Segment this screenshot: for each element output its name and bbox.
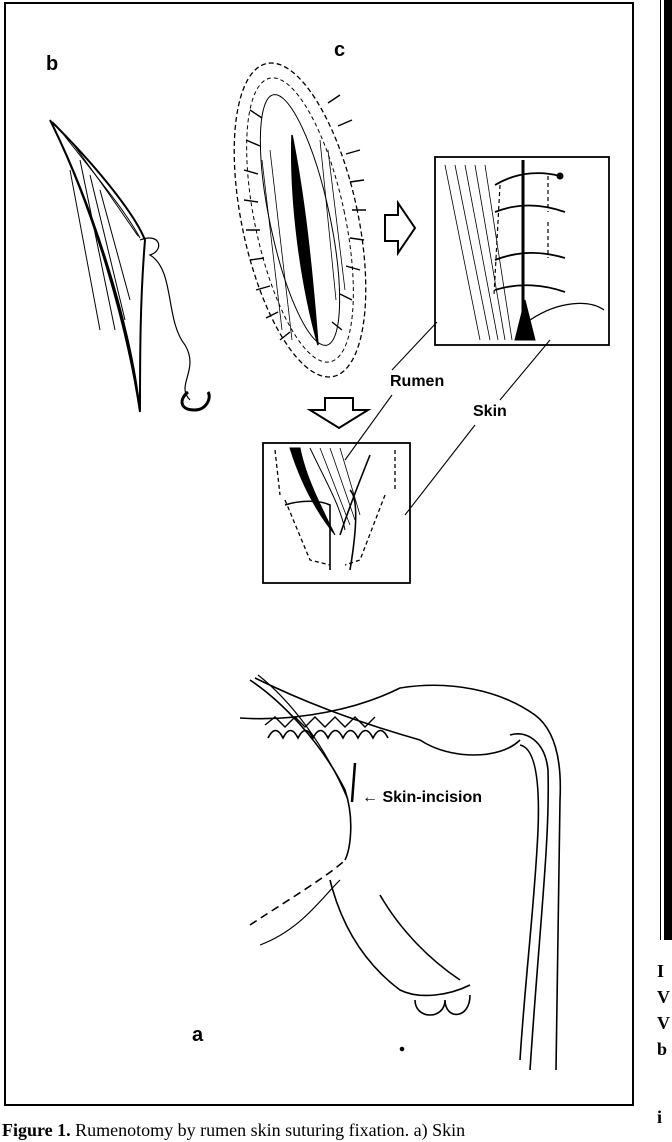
figure-caption-label: Figure 1. [2,1120,71,1140]
panel-label-c: c [334,39,346,61]
figure-frame [4,2,634,1106]
inset-right-suture-detail [434,156,610,346]
panel-label-a: a [192,1024,204,1046]
down-arrow [306,397,372,430]
fragment-3: V [657,1013,670,1033]
adjacent-column-rule [660,0,661,940]
panel-b-incision-drawing [49,119,211,413]
fragment-1: I [657,961,665,981]
fragment-2: V [657,987,670,1007]
fragment-5: i [657,1107,663,1127]
figure-caption: Figure 1. Rumenotomy by rumen skin sutur… [2,1121,465,1139]
callout-rumen: Rumen [390,373,445,390]
skin-incision-label: Skin-incision [382,789,483,806]
right-arrow [384,199,417,257]
panel-c-sutured-rumen-drawing [233,62,367,378]
panel-a-cow-outline [239,674,562,1071]
callout-skin-incision: ← Skin-incision [362,790,482,806]
adjacent-figure-edge [664,0,672,940]
adjacent-column-text-fragments: I V V b i [657,958,672,1130]
callout-skin: Skin [473,403,507,420]
left-arrow-icon: ← [362,789,378,806]
panel-label-b: b [46,53,59,75]
inset-bottom-cross-section [262,442,411,584]
leader-lines [344,321,551,516]
figure-caption-text: Rumenotomy by rumen skin suturing fixati… [75,1120,466,1140]
fragment-4: b [657,1039,668,1059]
